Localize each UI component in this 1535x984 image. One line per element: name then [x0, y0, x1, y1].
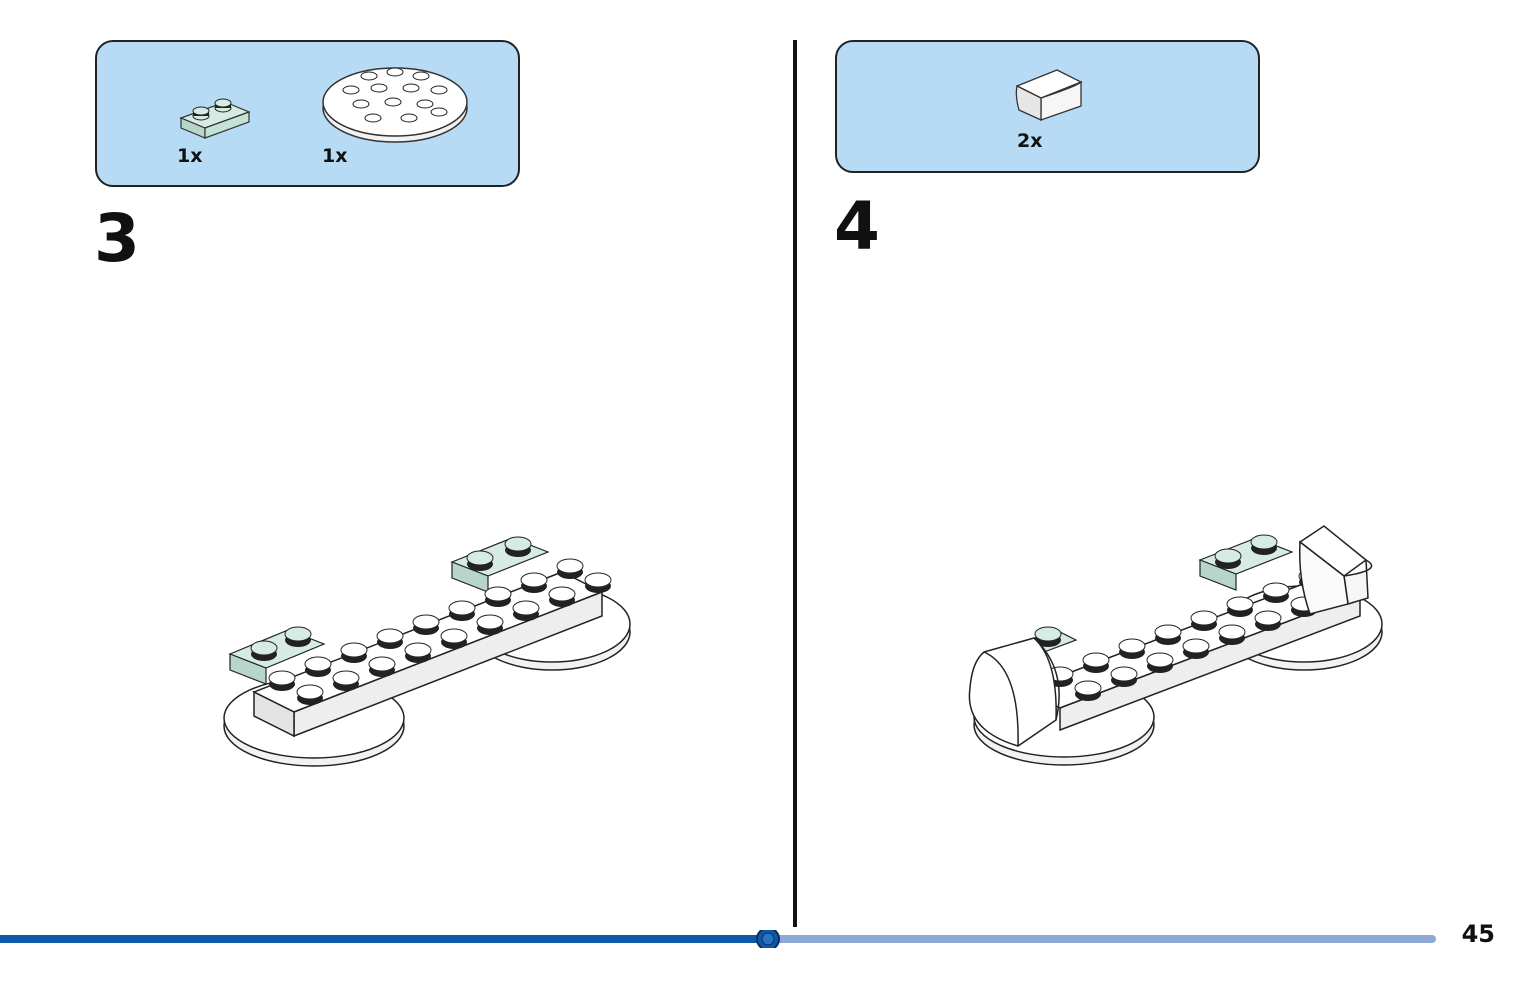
step-3-assembly-illustration	[223, 536, 631, 767]
stud	[512, 600, 540, 616]
stud	[340, 642, 368, 658]
stud	[1082, 652, 1110, 668]
stud	[376, 628, 404, 644]
step-4-assembly-illustration	[968, 525, 1383, 766]
progress-bar	[0, 930, 1436, 948]
step-number: 3	[94, 200, 140, 277]
white-curved-slope-icon	[1015, 69, 1083, 122]
step-number: 4	[834, 188, 880, 265]
stud	[556, 558, 584, 574]
stud	[412, 614, 440, 630]
stud	[548, 586, 576, 602]
stud	[1118, 638, 1146, 654]
stud	[304, 656, 332, 672]
mint-1x2-plate-icon	[179, 98, 251, 139]
page-divider	[793, 40, 797, 927]
stud	[1218, 624, 1246, 640]
step-4-parts-box: 2x	[835, 40, 1260, 173]
part-quantity: 1x	[322, 145, 348, 167]
stud	[404, 642, 432, 658]
stud	[448, 600, 476, 616]
progress-knob-inner	[761, 932, 775, 946]
stud	[1226, 596, 1254, 612]
stud	[440, 628, 468, 644]
page-number: 45	[1461, 920, 1495, 948]
stud	[476, 614, 504, 630]
stud	[1262, 582, 1290, 598]
stud	[1146, 652, 1174, 668]
stud	[1110, 666, 1138, 682]
stud	[584, 572, 612, 588]
step-3-parts-box: 1x 1x	[95, 40, 520, 187]
progress-fill	[0, 935, 768, 943]
part-quantity: 1x	[177, 145, 203, 167]
stud	[520, 572, 548, 588]
stud	[368, 656, 396, 672]
stud	[484, 586, 512, 602]
stud	[1190, 610, 1218, 626]
stud	[296, 684, 324, 700]
part-quantity: 2x	[1017, 130, 1043, 152]
stud	[1254, 610, 1282, 626]
stud	[1154, 624, 1182, 640]
stud	[1074, 680, 1102, 696]
stud	[268, 670, 296, 686]
white-round-plate-icon	[322, 67, 468, 143]
stud	[332, 670, 360, 686]
stud	[1182, 638, 1210, 654]
